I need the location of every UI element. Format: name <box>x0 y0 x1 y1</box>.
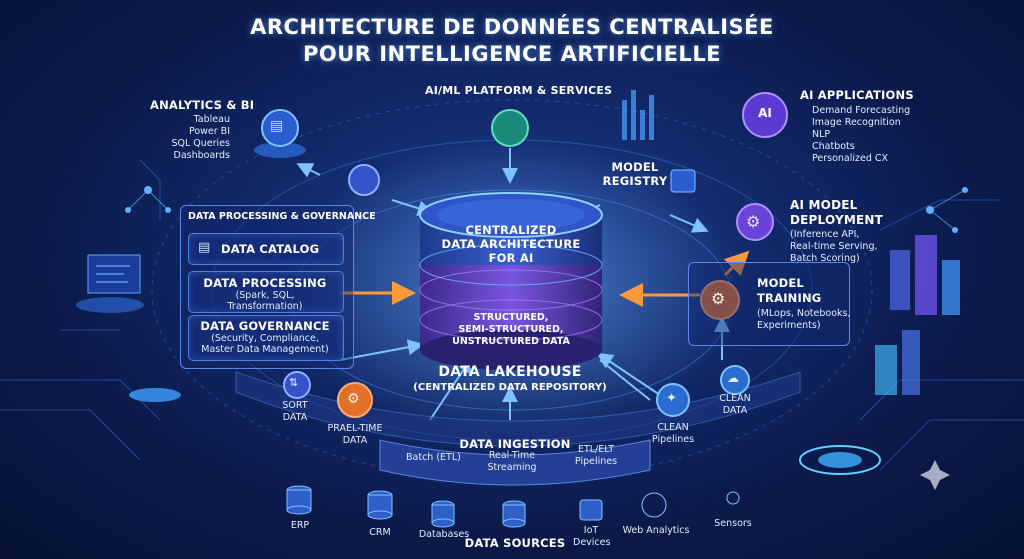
analytics-item-dashboards: Dashboards <box>173 150 231 161</box>
deployment-item-1: (Inference API, <box>790 229 860 240</box>
training-line-2: TRAINING <box>757 291 822 305</box>
applications-item-nlp: NLP <box>812 129 831 140</box>
source-web-analytics: Web Analytics <box>622 525 690 536</box>
lakehouse-subtitle: (CENTRALIZED DATA REPOSITORY) <box>413 382 607 393</box>
network-links <box>127 189 966 231</box>
title-line-2: POUR INTELLIGENCE ARTIFICIELLE <box>302 42 722 66</box>
processing-line-1: (Spark, SQL, <box>235 290 295 301</box>
catalog-box <box>188 233 344 265</box>
analytics-heading: ANALYTICS & BI <box>150 98 255 112</box>
ingestion-streaming-2: Streaming <box>487 462 537 473</box>
source-erp: ERP <box>290 520 310 531</box>
applications-item-personalized: Personalized CX <box>812 153 889 164</box>
source-iot-1: IoT <box>583 525 599 536</box>
processing-heading: DATA PROCESSING <box>203 276 327 290</box>
governance-line-1: (Security, Compliance, <box>211 333 319 344</box>
governance-box <box>188 315 344 361</box>
realtime-gear-icon: ⚙ <box>347 391 360 407</box>
lakehouse-title: DATA LAKEHOUSE <box>438 364 582 380</box>
clean-pipelines-line-2: Pipelines <box>651 434 695 445</box>
orange-arrows <box>340 250 750 307</box>
gear-brain-icon: ⚙ <box>711 289 726 308</box>
server-towers <box>875 235 960 395</box>
circuit-traces <box>0 159 1024 471</box>
registry-line-2: REGISTRY <box>602 174 668 188</box>
core-inner-1: STRUCTURED, <box>473 312 549 323</box>
sparkle <box>920 460 950 490</box>
node-circles <box>254 92 881 475</box>
core-line-1: CENTRALIZED <box>465 223 557 237</box>
core-inner-2: SEMI-STRUCTURED, <box>458 324 564 335</box>
sparkle-icon: ✦ <box>666 391 677 406</box>
monitor-graphic <box>76 254 181 402</box>
platform-label: AI/ML PLATFORM & SERVICES <box>425 84 613 97</box>
sources-heading: DATA SOURCES <box>464 536 566 550</box>
applications-heading: AI APPLICATIONS <box>800 88 914 102</box>
title-line-1: ARCHITECTURE DE DONNÉES CENTRALISÉE <box>250 15 774 39</box>
realtime-line-2: DATA <box>342 435 368 446</box>
source-databases: Databases <box>418 529 470 540</box>
governance-heading: DATA GOVERNANCE <box>200 319 330 333</box>
source-iot-2: Devices <box>573 537 611 548</box>
training-item-1: (MLops, Notebooks, <box>757 308 851 319</box>
analytics-item-powerbi: Power BI <box>188 126 230 137</box>
applications-item-image: Image Recognition <box>812 117 901 128</box>
deployment-line-1: AI MODEL <box>790 198 858 212</box>
core-line-3: FOR AI <box>488 251 534 265</box>
clean-data-line-2: DATA <box>722 405 748 416</box>
sort-line-1: SORT <box>282 400 308 411</box>
sort-icon: ⇅ <box>289 376 299 389</box>
deployment-item-2: Real-time Serving, <box>790 241 878 252</box>
ai-chip-icon: AI <box>758 106 772 120</box>
applications-item-chatbots: Chatbots <box>812 141 855 152</box>
ingestion-arc <box>235 371 801 447</box>
deployment-item-3: Batch Scoring) <box>790 253 860 264</box>
governance-panel-heading: DATA PROCESSING & GOVERNANCE <box>188 211 376 222</box>
realtime-line-1: PRAEL-TIME <box>327 423 383 434</box>
source-sensors: Sensors <box>714 518 752 529</box>
processing-line-2: Transformation) <box>227 301 303 312</box>
registry-line-1: MODEL <box>611 160 659 174</box>
ingestion-batch: Batch (ETL) <box>406 452 461 463</box>
training-line-1: MODEL <box>757 276 804 290</box>
central-cylinder <box>419 192 603 370</box>
core-inner-3: UNSTRUCTURED DATA <box>452 336 570 347</box>
catalog-label: DATA CATALOG <box>221 242 320 256</box>
ingestion-panel <box>379 439 651 486</box>
search-document-icon: ▤ <box>198 240 211 255</box>
processing-box <box>188 271 344 313</box>
ingestion-streaming-1: Real-Time <box>488 450 536 461</box>
cloud-icon: ☁ <box>727 371 739 385</box>
governance-line-2: Master Data Management) <box>201 344 329 355</box>
chart-icon: ▤ <box>270 118 284 134</box>
applications-item-demand: Demand Forecasting <box>812 105 911 116</box>
ingestion-etl-1: ETL/ELT <box>577 444 615 455</box>
analytics-item-tableau: Tableau <box>193 114 230 125</box>
ingestion-etl-2: Pipelines <box>574 456 618 467</box>
clean-pipelines-line-1: CLEAN <box>657 422 689 433</box>
source-crm: CRM <box>369 527 391 538</box>
sort-line-2: DATA <box>282 412 308 423</box>
analytics-item-sql: SQL Queries <box>171 138 230 149</box>
ingestion-heading: DATA INGESTION <box>459 437 571 451</box>
platform-bars <box>622 90 654 140</box>
core-line-2: DATA ARCHITECTURE <box>441 237 581 251</box>
training-panel <box>688 262 850 346</box>
clean-data-line-1: CLEAN <box>719 393 751 404</box>
source-icons <box>286 485 740 528</box>
deployment-line-2: DEPLOYMENT <box>790 213 884 227</box>
gear-icon: ⚙ <box>746 212 761 231</box>
training-item-2: Experiments) <box>757 320 821 331</box>
